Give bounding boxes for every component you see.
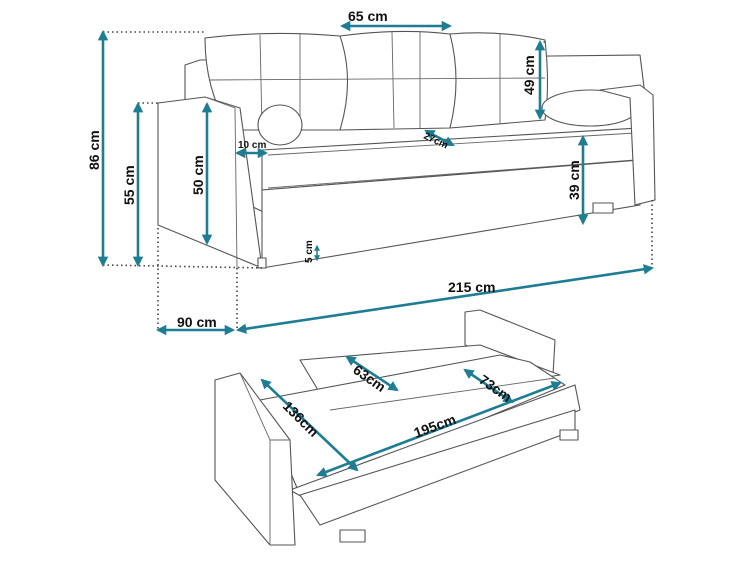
dimension-arrows-bed	[260, 355, 562, 477]
label-cushion-height: 49 cm	[521, 55, 537, 95]
arrow-total-width	[235, 264, 655, 334]
label-seat-height: 50 cm	[190, 155, 206, 195]
arrow-bed-width	[316, 381, 562, 477]
label-total-depth: 90 cm	[177, 314, 217, 330]
sofa-upright-drawing	[157, 30, 656, 269]
label-total-height: 86 cm	[86, 130, 102, 170]
dimension-arrows-upright	[97, 20, 655, 336]
guide-lines	[102, 31, 653, 330]
label-total-width: 215 cm	[448, 279, 495, 295]
label-armrest-width: 10 cm	[238, 140, 266, 151]
label-cushion-width: 65 cm	[348, 8, 388, 24]
label-front-height: 39 cm	[566, 160, 582, 200]
label-armrest-height: 55 cm	[121, 165, 137, 205]
label-leg-height: 5 cm	[304, 240, 315, 263]
arrow-seat-depth	[424, 129, 455, 147]
sofa-bed-drawing	[214, 309, 581, 546]
